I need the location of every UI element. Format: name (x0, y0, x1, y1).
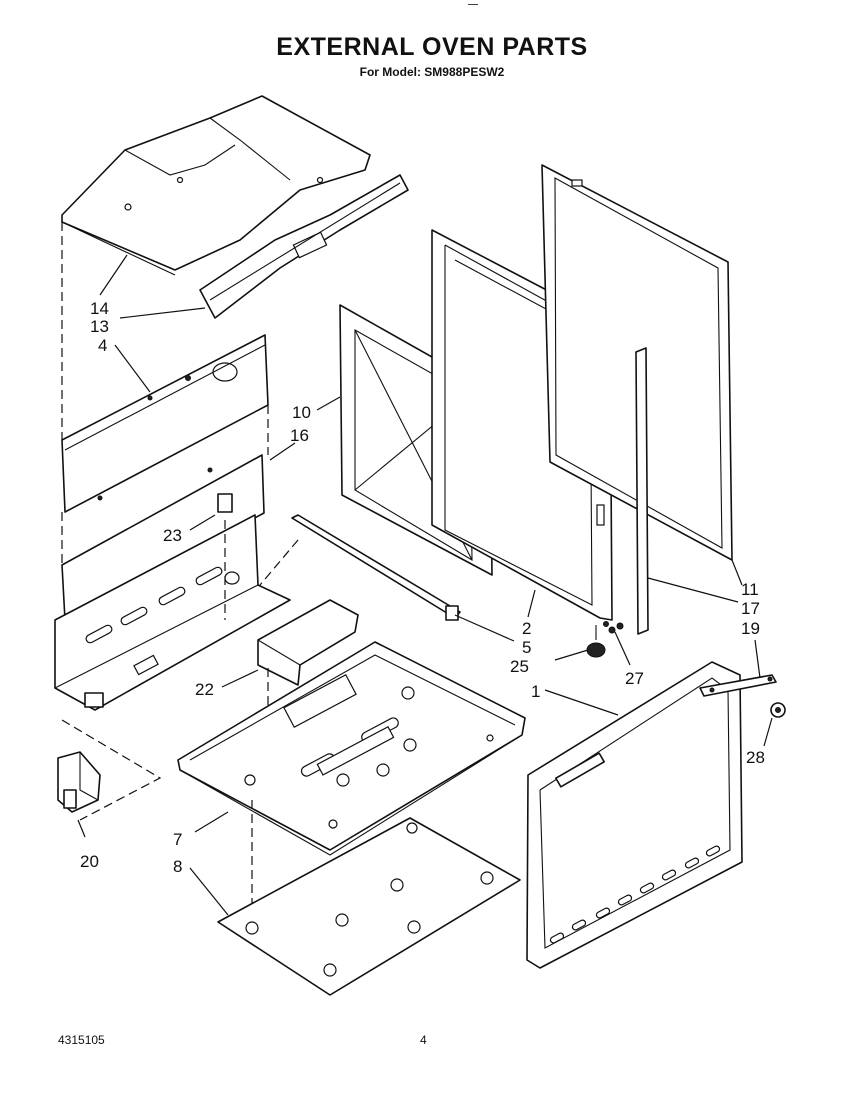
callout-7: 7 (173, 830, 182, 849)
page-number: 4 (420, 1033, 427, 1047)
callout-4: 4 (98, 336, 107, 355)
hinge-25 (586, 625, 606, 658)
document-number: 4315105 (58, 1033, 105, 1047)
callout-16: 16 (290, 426, 309, 445)
inner-panel (61, 454, 265, 621)
door-rail (291, 514, 461, 621)
bottom-plate (217, 817, 521, 996)
callout-10: 10 (292, 403, 311, 422)
bracket-20 (57, 751, 101, 813)
door-vent-slots (549, 845, 721, 944)
callout-labels: 14 13 4 10 16 23 22 20 7 8 2 5 25 1 27 1… (80, 299, 765, 876)
page-title: EXTERNAL OVEN PARTS (276, 33, 588, 61)
lower-body (54, 514, 291, 711)
page-top-mark (468, 0, 478, 5)
rear-shield (199, 174, 409, 319)
cover-22 (257, 599, 359, 686)
callout-11: 11 (741, 580, 759, 599)
door-handle-19 (699, 674, 777, 697)
callout-leaders (77, 254, 773, 916)
bottom-tray (177, 641, 526, 856)
callout-19: 19 (741, 619, 760, 638)
callout-25: 25 (510, 657, 529, 676)
callout-5: 5 (522, 638, 531, 657)
callout-22: 22 (195, 680, 214, 699)
callout-14: 14 (90, 299, 109, 318)
callout-20: 20 (80, 852, 99, 871)
oven-door-assembly (526, 661, 743, 969)
callout-2: 2 (522, 619, 531, 638)
callout-13: 13 (90, 317, 109, 336)
door-trim-strip (635, 347, 649, 635)
screws-27 (603, 621, 624, 634)
callout-1: 1 (531, 682, 540, 701)
knob-28 (770, 702, 786, 718)
callout-23: 23 (163, 526, 182, 545)
callout-8: 8 (173, 857, 182, 876)
callout-27: 27 (625, 669, 644, 688)
callout-17: 17 (741, 599, 760, 618)
model-subtitle: For Model: SM988PESW2 (359, 65, 505, 79)
top-panel (61, 95, 371, 276)
callout-28: 28 (746, 748, 765, 767)
